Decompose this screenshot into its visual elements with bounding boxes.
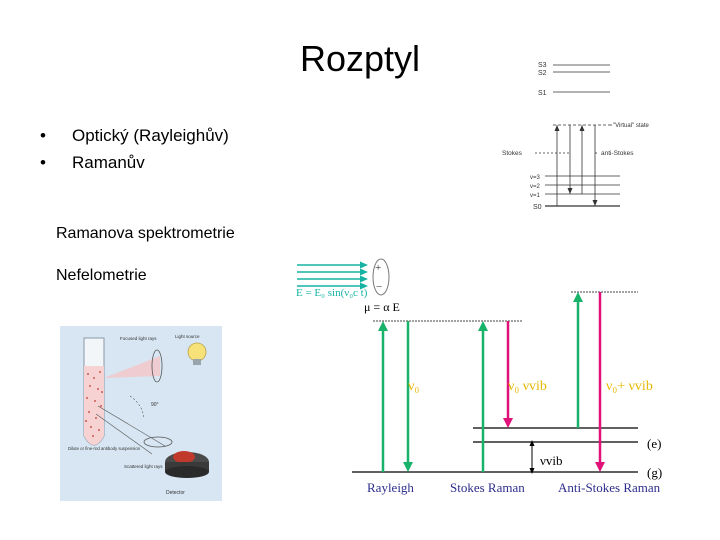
anti-stokes-label: anti-Stokes [601,150,634,157]
molecule-dipole [372,258,390,296]
dipole-equation: μ = α E [364,300,400,314]
angle-label: 90° [151,402,159,408]
bullet-list: Optický (Rayleighův) Ramanův [40,122,229,176]
nu0-label: ν₀ [408,379,419,394]
virtual-state-label: "Virtual" state [613,123,649,129]
particle-label: Dilute or fine-rnd antibody suspension [68,446,141,451]
v3-label: v=3 [530,175,541,181]
minus-charge: − [376,281,382,293]
detector-label: Detector [166,490,185,496]
anti-stokes-raman-label: Anti-Stokes Raman [558,480,661,495]
particles [85,371,103,437]
nu0-minus-label: ν₀ νvib [508,379,547,394]
light-bulb [187,342,207,362]
v2-label: v=2 [530,184,541,190]
focused-light-label: Focused light rays [120,336,157,341]
nu-vib-label: νvib [540,453,563,468]
stokes-label: Stokes [502,150,523,157]
nephelometer-illustration: Focused light rays Light source 90° Dilu… [60,326,222,501]
s1-label: S1 [538,90,547,97]
bullet-item-raman: Ramanův [40,149,229,176]
plus-charge: + [375,262,381,274]
scattered-light-label: Scattered light rays [124,464,163,469]
rayleigh-label: Rayleigh [367,480,414,495]
stokes-raman-label: Stokes Raman [450,480,525,495]
jablonski-diagram: S3 S2 S1 "Virtual" state Stokes anti-Sto… [502,62,649,211]
s3-label: S3 [538,62,547,69]
raman-diagram: + − E = E₀ sin(ν₀c t) μ = α E ν₀ ν₀ νvib… [296,258,662,495]
ground-state-label: (g) [647,465,662,480]
raman-spectrometry-label: Ramanova spektrometrie [56,225,235,242]
field-equation: E = E₀ sin(ν₀c t) [296,287,368,299]
light-source-label: Light source [175,334,200,339]
detector-lens [143,436,173,448]
bullet-item-rayleigh: Optický (Rayleighův) [40,122,229,149]
nu0-plus-label: ν₀+ νvib [606,379,653,394]
s2-label: S2 [538,70,547,77]
excited-state-label: (e) [647,436,661,451]
page-title: Rozptyl [299,38,421,79]
v1-label: v=1 [530,193,541,199]
s0-label: S0 [533,204,542,211]
focusing-lens [151,349,163,383]
nephelometry-label: Nefelometrie [56,267,147,284]
